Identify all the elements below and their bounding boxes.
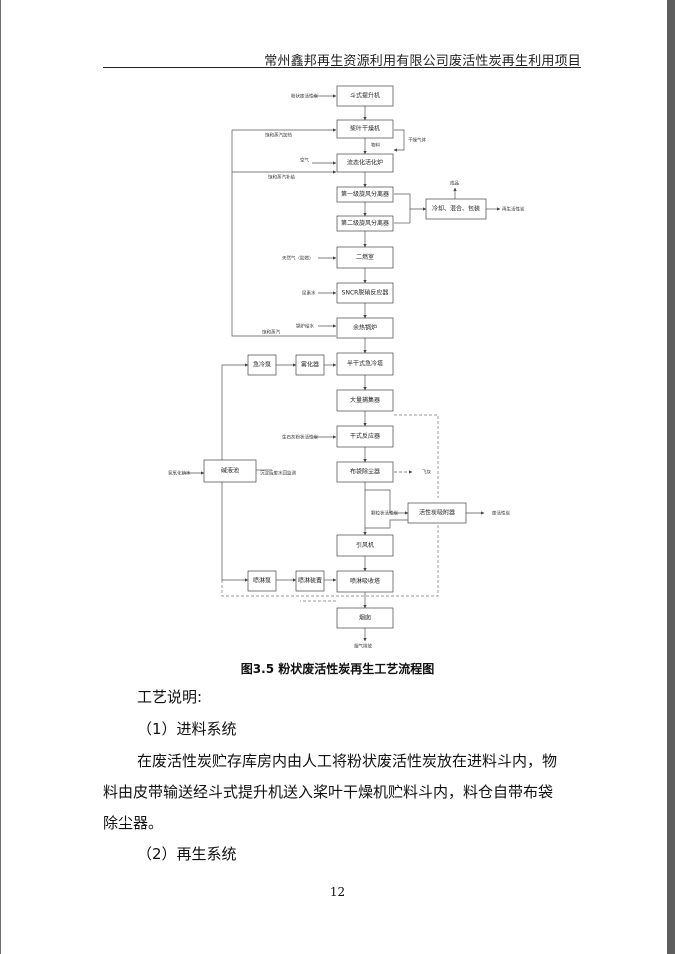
section2-heading: （2）再生系统 [137, 845, 237, 863]
box-cyclone2 [336, 215, 394, 232]
box-fan-label: 引风机 [356, 541, 374, 549]
intro-heading: 工艺说明: [137, 688, 203, 706]
label-granular-ac: 颗粒状活性炭 [371, 510, 398, 517]
box-quench-pump-label: 急冷泵 [253, 361, 271, 369]
label-spent-ac: 废活性炭 [492, 510, 510, 517]
flow-side-labels: 粉状废活性炭 饱和蒸汽加热 物料 干燥气体 空气 饱和蒸汽补给 成品 再生活性炭… [168, 93, 525, 650]
box-atomizer [295, 354, 325, 376]
label-finished: 成品 [450, 180, 459, 187]
box-cooling-label: 冷却、混合、包装 [432, 205, 480, 213]
label-fly-ash: 飞灰 [422, 469, 431, 476]
box-spray-device [295, 570, 325, 592]
label-steam-furnace: 饱和蒸汽补给 [268, 174, 295, 181]
box-quench-pump [247, 354, 277, 376]
dashed-flow-lines [221, 414, 439, 602]
header-rule [103, 67, 581, 68]
page-shadow [667, 0, 675, 954]
label-steam-dryer: 饱和蒸汽加热 [265, 132, 292, 139]
box-scrubber [336, 570, 394, 593]
label-dryer-gas: 干燥气体 [408, 137, 426, 144]
box-bucket-elevator-label: 斗式提升机 [350, 92, 380, 100]
box-boiler [336, 317, 394, 339]
label-lime: 生石灰粉状活性炭 [282, 434, 318, 441]
label-product: 物料 [371, 142, 380, 149]
box-atomizer-label: 雾化器 [301, 361, 319, 369]
box-ac-adsorber [407, 502, 467, 524]
label-raw-feed: 粉状废活性炭 [291, 93, 318, 100]
label-recycle: 再生活性炭 [502, 206, 525, 213]
box-bag-filter [336, 461, 394, 483]
box-cyclone2-label: 第二级旋风分离器 [341, 219, 389, 227]
box-cyclone1-label: 第一级旋风分离器 [341, 190, 389, 198]
box-fluidized-furnace [336, 153, 394, 173]
process-flowchart: 斗式提升机 桨叶干燥机 流态化活化炉 第一级旋风分离器 第二级旋风分离器 冷却、… [168, 85, 525, 650]
para1-line3: 除尘器。 [103, 814, 164, 832]
box-fluidized-furnace-label: 流态化活化炉 [347, 159, 383, 167]
para1-line1: 在废活性炭贮存库房内由人工将粉状废活性炭放在进料斗内，物 [137, 752, 558, 770]
box-spray-pump-label: 喷淋泵 [253, 577, 271, 585]
box-alkali-tank-label: 碱液池 [221, 467, 239, 475]
figure-caption: 图3.5 粉状废活性炭再生工艺流程图 [240, 662, 435, 676]
box-dry-reactor [336, 425, 394, 448]
label-natural-gas: 天然气（助燃） [282, 255, 314, 262]
flow-boxes: 斗式提升机 桨叶干燥机 流态化活化炉 第一级旋风分离器 第二级旋风分离器 冷却、… [203, 85, 487, 629]
box-scrubber-label: 喷淋吸收塔 [350, 577, 380, 585]
label-exhaust: 烟气排放 [354, 643, 372, 650]
box-secondary-chamber-label: 二燃室 [356, 253, 374, 261]
box-chimney-label: 烟囱 [359, 614, 371, 622]
box-secondary-chamber [336, 246, 394, 269]
box-sncr [336, 282, 394, 304]
box-paddle-dryer [336, 119, 394, 139]
side-flow-lines [184, 94, 501, 582]
box-sncr-label: SNCR脱硝反应器 [342, 289, 389, 297]
page-number: 12 [329, 885, 346, 899]
section1-heading: （1）进料系统 [137, 720, 237, 738]
box-semi-dry-tower-label: 半干式急冷塔 [347, 360, 383, 368]
box-bag-dust-label: 大量捕集器 [350, 396, 380, 404]
box-chimney [336, 607, 394, 629]
box-spray-device-label: 喷淋装置 [298, 577, 322, 585]
label-urea: 尿素水 [302, 290, 316, 297]
box-alkali-tank [203, 459, 257, 483]
label-sat-steam: 饱和蒸汽 [262, 329, 280, 336]
label-boiler-water: 锅炉给水 [296, 323, 314, 330]
box-bag-dust [336, 389, 394, 412]
box-dry-reactor-label: 干式反应器 [350, 432, 380, 440]
label-koh: 氢氧化钠水 [168, 470, 191, 477]
box-bucket-elevator [336, 85, 394, 107]
box-fan [336, 534, 394, 557]
label-air: 空气 [300, 157, 309, 164]
box-spray-pump [247, 570, 277, 592]
para1-line2: 料由皮带输送经斗式提升机送入桨叶干燥机贮料斗内，料仓自带布袋 [103, 783, 554, 801]
label-clean-water: 沉淀后废水回监测 [260, 470, 296, 477]
box-ac-adsorber-label: 活性炭吸附器 [419, 509, 455, 517]
box-bag-filter-label: 布袋除尘器 [350, 468, 380, 476]
box-paddle-dryer-label: 桨叶干燥机 [350, 125, 380, 133]
box-boiler-label: 余热锅炉 [353, 324, 377, 332]
box-cooling [425, 198, 487, 220]
box-semi-dry-tower [336, 352, 394, 376]
box-cyclone1 [336, 186, 394, 203]
header-title: 常州鑫邦再生资源利用有限公司废活性炭再生利用项目 [264, 54, 581, 69]
